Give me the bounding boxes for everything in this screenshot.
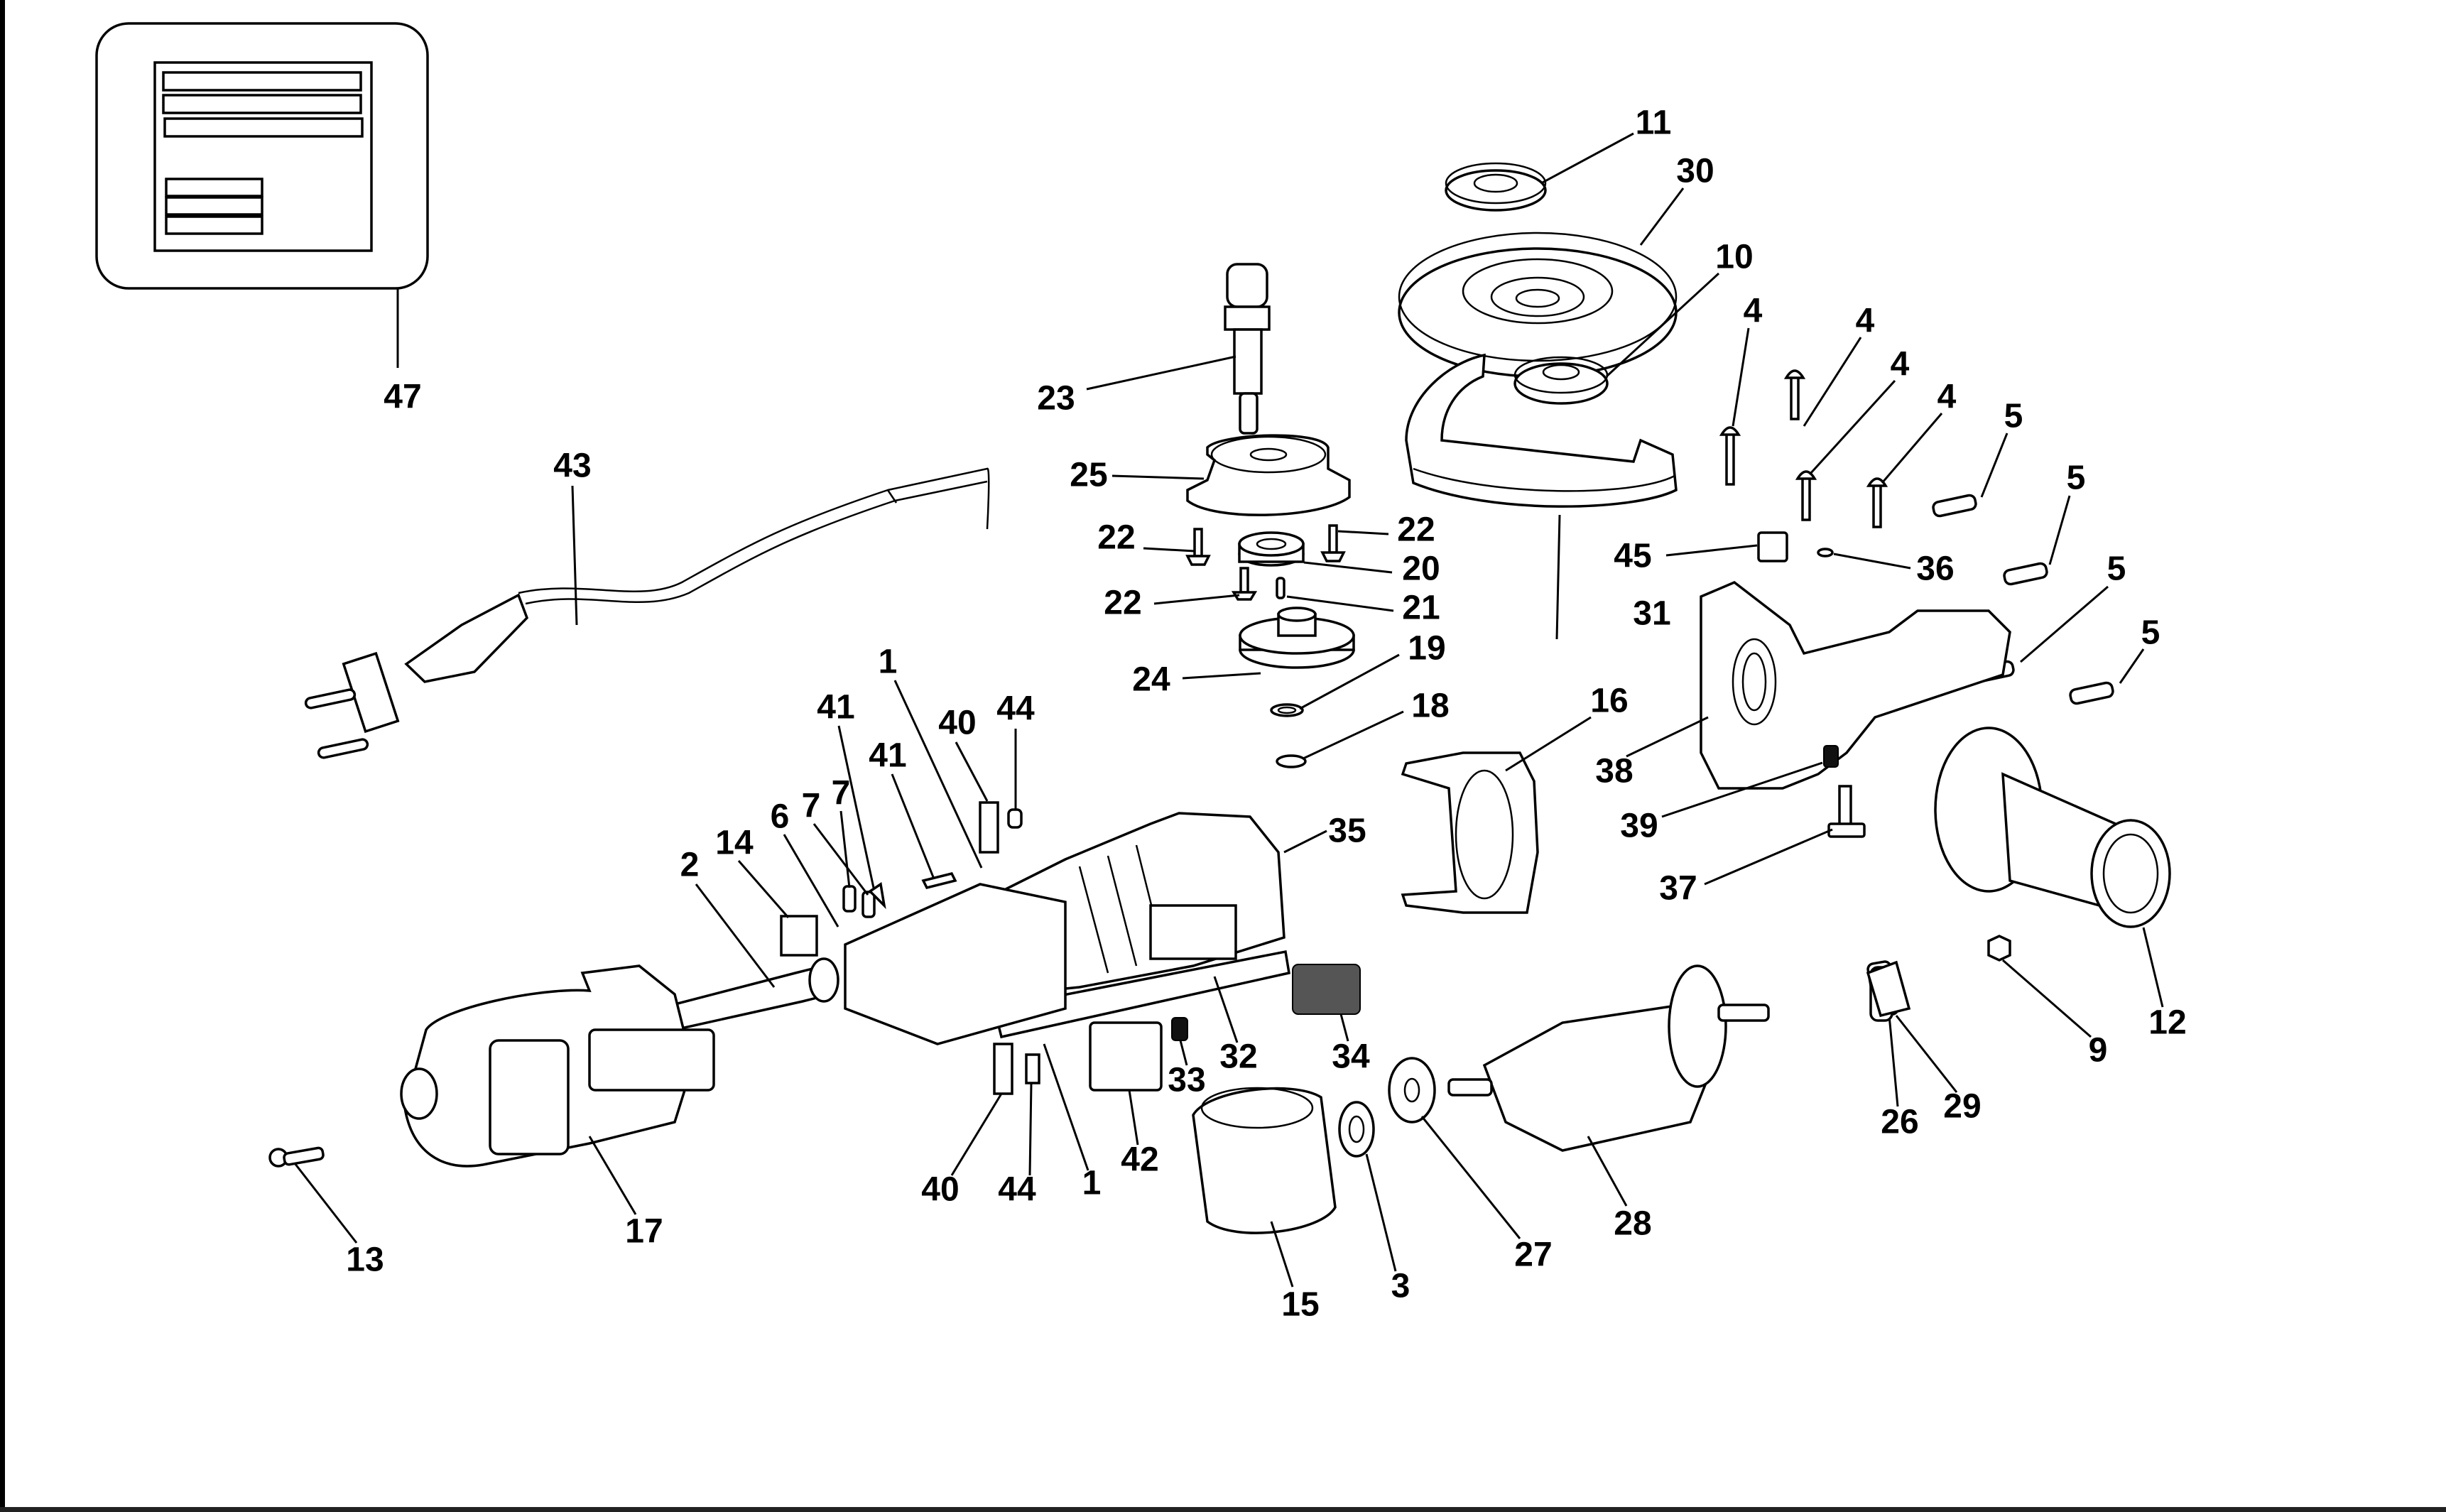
stator-part (1192, 1087, 1337, 1288)
part-label: 1 (879, 643, 898, 681)
part-label: 27 (1514, 1236, 1552, 1274)
spindle-part (1086, 263, 1271, 435)
part-label: 47 (384, 379, 421, 416)
part-label: 7 (802, 788, 821, 825)
side-handle-part (1934, 727, 2171, 1008)
part-label: 4 (1744, 293, 1763, 330)
power-cord-part (304, 467, 990, 759)
part-label: 40 (921, 1171, 959, 1209)
screws-5-parts (1932, 433, 2145, 705)
part-label: 5 (2067, 459, 2086, 497)
part-label: 22 (1397, 511, 1435, 549)
bevel-gear-part (1182, 607, 1355, 680)
part-label: 45 (1614, 538, 1651, 575)
switch-button-part (1292, 964, 1361, 1042)
part-label: 4 (1891, 346, 1910, 384)
part-label: 4 (1937, 379, 1957, 416)
part-label: 2 (680, 847, 700, 884)
part-label: 4 (1856, 303, 1875, 340)
part-label: 19 (1408, 630, 1445, 668)
rear-cover-part (400, 964, 715, 1215)
rating-plate-part (95, 22, 429, 368)
part-label: 40 (938, 705, 976, 742)
part-label: 22 (1104, 584, 1141, 622)
page-left-border (0, 0, 5, 1512)
part-label: 20 (1402, 550, 1440, 588)
washer-circlip-parts (1270, 653, 1404, 768)
part-label: 13 (346, 1241, 384, 1279)
part-label: 31 (1633, 595, 1670, 633)
part-labels: 47 43 11 30 10 23 25 22 22 20 22 21 24 1… (346, 104, 2186, 1324)
part-label: 37 (1659, 870, 1697, 908)
part-label: 30 (1676, 153, 1714, 190)
inner-flange-part (1513, 272, 1720, 405)
part-label: 11 (1636, 104, 1672, 142)
part-label: 7 (832, 775, 851, 812)
gear-cover-part (1111, 434, 1351, 516)
lock-spring-pin-parts (1661, 745, 1866, 886)
part-label: 44 (998, 1171, 1036, 1209)
part-label: 24 (1132, 661, 1170, 699)
part-label: 16 (1590, 682, 1628, 720)
part-label: 41 (869, 737, 906, 775)
nut-pinion-bearing-parts (1866, 935, 2092, 1107)
screws-4-parts (1719, 327, 1943, 528)
pad-clip-parts (1665, 531, 1911, 570)
part-label: 39 (1620, 807, 1658, 845)
page-bottom-border (0, 1507, 2446, 1512)
part-label: 9 (2089, 1032, 2108, 1070)
part-label: 12 (2148, 1004, 2186, 1042)
grinding-disc-part (1398, 187, 1685, 378)
part-label: 42 (1121, 1141, 1158, 1179)
part-label: 10 (1715, 239, 1753, 276)
part-label: 17 (625, 1213, 663, 1251)
part-label: 6 (771, 798, 790, 836)
switch-assembly-parts (992, 950, 1290, 1146)
part-label: 1 (1082, 1165, 1102, 1202)
gear-housing-part (1626, 580, 2011, 790)
part-label: 14 (715, 825, 754, 862)
part-label: 41 (817, 689, 854, 727)
outer-flange-part (1445, 132, 1634, 212)
part-label: 22 (1097, 519, 1135, 557)
part-label: 44 (996, 690, 1035, 728)
part-label: 35 (1328, 812, 1366, 850)
part-label: 15 (1281, 1286, 1319, 1324)
small-electrical-parts (737, 725, 957, 957)
part-label: 34 (1332, 1038, 1370, 1076)
part-label: 18 (1411, 687, 1449, 725)
part-label: 29 (1943, 1088, 1981, 1126)
part-label: 28 (1614, 1205, 1651, 1243)
part-label: 43 (553, 447, 591, 485)
wheel-guard-part (1405, 353, 1678, 640)
part-label: 5 (2141, 614, 2160, 652)
brush-holder-parts (844, 680, 1089, 1176)
part-label: 33 (1168, 1062, 1205, 1099)
screw-13-part (268, 1146, 358, 1244)
guard-clamp-part (1401, 716, 1592, 914)
part-label: 38 (1595, 753, 1633, 790)
part-label: 5 (2107, 550, 2126, 588)
part-label: 21 (1402, 589, 1440, 627)
armature-part (1447, 964, 1770, 1207)
part-label: 23 (1037, 380, 1075, 418)
part-label: 5 (2004, 398, 2023, 435)
part-label: 26 (1881, 1104, 1918, 1141)
gear-small-parts (1143, 524, 1394, 612)
part-label: 3 (1391, 1268, 1410, 1305)
part-label: 36 (1916, 550, 1954, 588)
part-label: 25 (1070, 457, 1107, 494)
bearing-sleeve-parts (1338, 1057, 1521, 1272)
part-label: 32 (1219, 1038, 1257, 1076)
